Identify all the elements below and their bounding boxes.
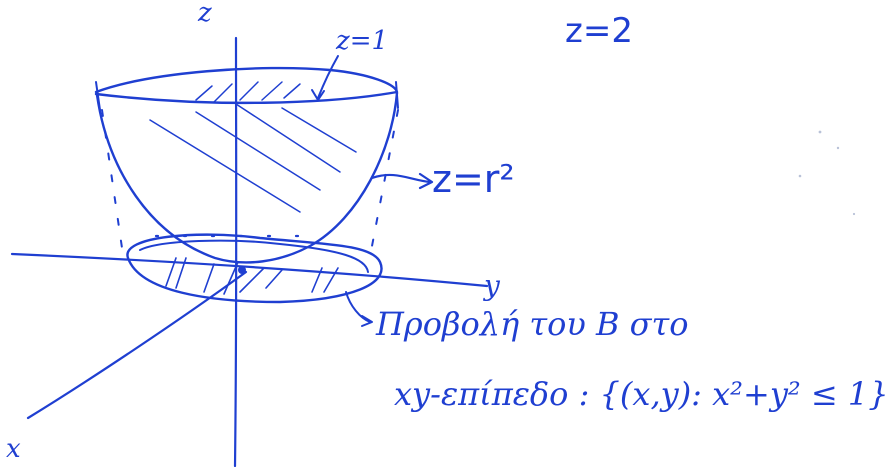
top-disk-hatch xyxy=(195,81,301,103)
z-axis xyxy=(233,36,238,467)
paraboloid-surface xyxy=(95,91,399,264)
y-axis-label: y xyxy=(484,269,500,302)
projection-caption-line1: Προβολή του B στο xyxy=(376,305,689,343)
x-axis xyxy=(26,270,248,420)
bowl-hatch xyxy=(149,103,357,213)
projection-caption-line2: xy-επίπεδο : {(x,y): x²+y² ≤ 1} xyxy=(394,375,887,413)
surface-label: z=r² xyxy=(432,157,515,201)
arrow-to-top xyxy=(311,55,339,101)
smudges xyxy=(798,130,856,216)
z-axis-label: z xyxy=(198,0,212,28)
x-axis-label: x xyxy=(6,434,21,464)
arrow-to-surface xyxy=(370,172,434,190)
plane-z1-label: z=1 xyxy=(336,26,389,56)
top-rim xyxy=(94,66,399,105)
projection-disk-inner xyxy=(139,239,369,273)
arrow-to-disk xyxy=(345,291,373,327)
projection-dashes xyxy=(101,109,399,249)
top-partial-label: z=2 xyxy=(565,11,633,51)
origin-point xyxy=(238,266,246,274)
disk-hatch xyxy=(165,257,339,295)
projection-disk xyxy=(126,233,383,304)
y-axis xyxy=(10,252,489,288)
